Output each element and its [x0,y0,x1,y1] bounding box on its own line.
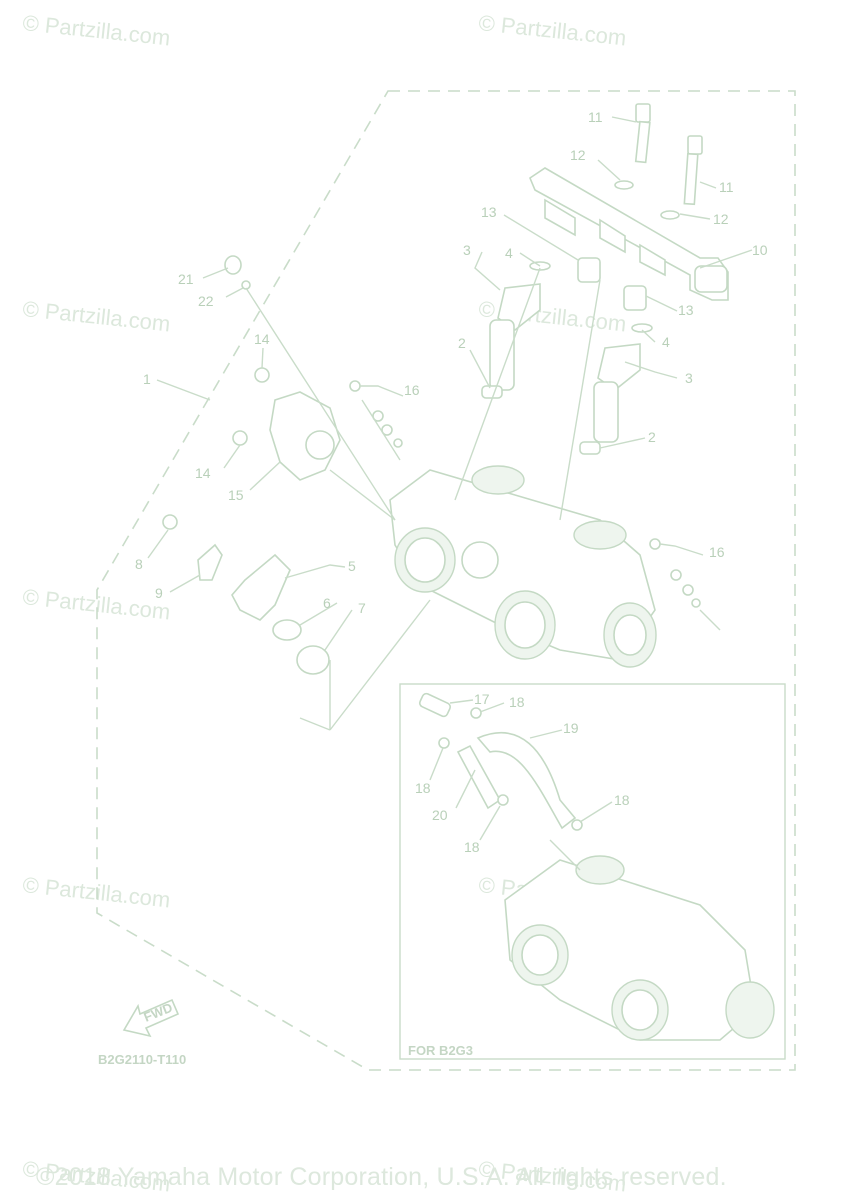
lever [197,543,223,581]
o-ring [272,619,302,641]
hose-clamp [438,737,450,749]
callout-18: 18 [614,792,630,808]
callout-16: 16 [709,544,725,560]
callout-3: 3 [685,370,693,386]
callout-16: 16 [404,382,420,398]
inset-box [399,683,786,1060]
bolt [683,135,703,206]
assembly-outline [96,90,796,1071]
bolt [634,103,651,164]
callout-20: 20 [432,807,448,823]
callout-3: 3 [463,242,471,258]
washer [660,210,680,220]
callout-12: 12 [713,211,729,227]
collar [577,257,601,283]
clip [241,280,251,290]
callout-2: 2 [648,429,656,445]
callout-11: 11 [719,179,734,195]
screw [254,367,270,383]
hose-clamp [470,707,482,719]
throttle-body [389,465,657,668]
inset-throttle-body [504,855,775,1041]
collar [623,285,647,311]
callout-14: 14 [195,465,211,481]
callout-7: 7 [358,600,366,616]
fwd-arrow-icon: FWD [122,998,180,1038]
callout-13: 13 [678,302,694,318]
hose-fitting [418,692,452,718]
callout-22: 22 [198,293,214,309]
callout-19: 19 [563,720,579,736]
copyright-notice: ©2018 Yamaha Motor Corporation, U.S.A. A… [36,1163,727,1191]
fuel-injector [593,323,653,443]
watermark: © Partzilla.com [21,296,171,336]
callout-18: 18 [509,694,525,710]
washer [614,180,634,190]
callout-17: 17 [474,691,490,707]
cap [224,255,242,275]
hose-clamp [571,819,583,831]
watermark: © Partzilla.com [477,10,627,50]
hose-clamp [497,794,509,806]
sensor-port [305,430,335,460]
callout-10: 10 [752,242,768,258]
callout-13: 13 [481,204,497,220]
callout-12: 12 [570,147,586,163]
fuel-rail [529,167,729,301]
hose [456,744,502,810]
adjuster-screw-set [649,538,701,608]
sensor-assembly [231,553,291,621]
callout-2: 2 [458,335,466,351]
callout-9: 9 [155,585,163,601]
seal [481,385,503,399]
diagram-code: B2G2110-T110 [98,1052,186,1067]
leader-lines [147,116,753,871]
watermark: © Partzilla.com [21,10,171,50]
callout-18: 18 [464,839,480,855]
callout-15: 15 [228,487,244,503]
adjuster-screw-set [349,380,403,448]
callout-11: 11 [588,109,603,125]
callout-labels: 1 2 2 3 3 4 4 5 6 7 8 9 10 11 11 12 12 1… [135,109,768,855]
callout-1: 1 [143,371,151,387]
callout-5: 5 [348,558,356,574]
callout-21: 21 [178,271,194,287]
callout-4: 4 [505,245,513,261]
inset-label: FOR B2G3 [408,1043,473,1058]
screw [232,430,248,446]
hose [476,732,577,830]
callout-8: 8 [135,556,143,572]
callout-14: 14 [254,331,270,347]
seal [579,441,601,455]
callout-4: 4 [662,334,670,350]
spring [296,645,330,675]
screw [162,514,178,530]
callout-6: 6 [323,595,331,611]
callout-18: 18 [415,780,431,796]
